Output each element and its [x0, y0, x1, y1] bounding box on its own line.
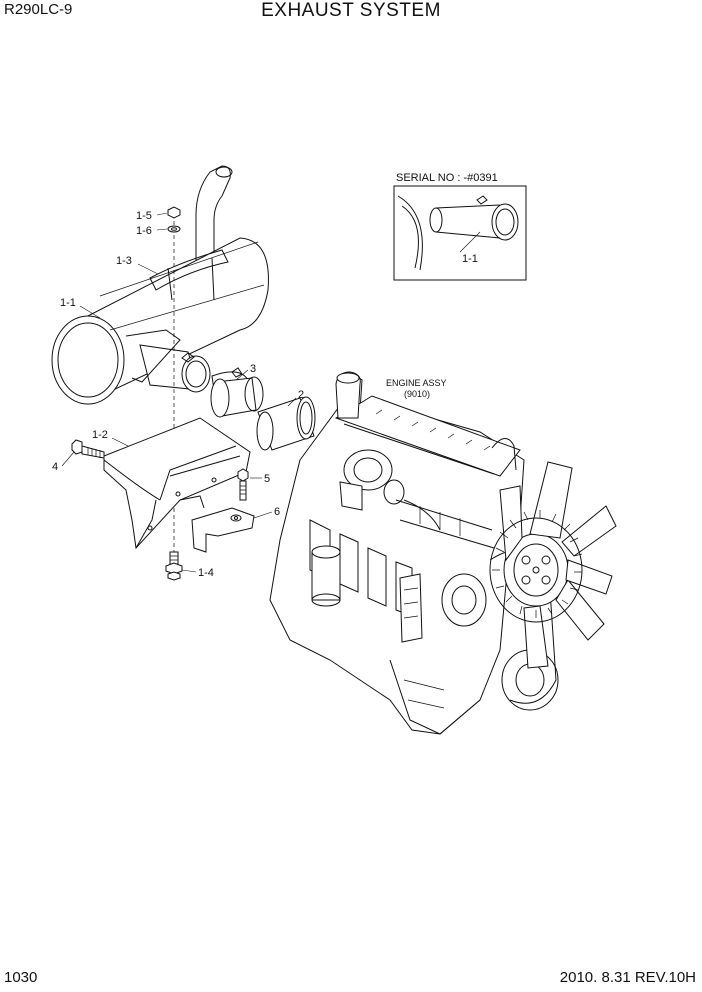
- callout-1-4: 1-4: [198, 567, 214, 579]
- serial-label: SERIAL NO : -#0391: [396, 172, 498, 184]
- callout-1-1: 1-1: [60, 297, 76, 309]
- callout-6: 6: [274, 506, 280, 518]
- bolt-5: [237, 468, 249, 501]
- revision-date: 2010. 8.31 REV.10H: [559, 969, 696, 986]
- callout-3: 3: [250, 363, 256, 375]
- model-number: R290LC-9: [4, 1, 73, 18]
- callout-4: 4: [52, 461, 58, 473]
- callout-1-2: 1-2: [92, 429, 108, 441]
- callouts: 1-5 1-6 1-3 1-1 3 2 1-2 4 5 6 1-4: [52, 210, 304, 579]
- callout-2: 2: [298, 389, 304, 401]
- page-number: 1030: [4, 969, 38, 986]
- engine-label-line1: ENGINE ASSY: [386, 378, 447, 388]
- engine-label-line2: (9010): [404, 389, 430, 399]
- callout-1-6: 1-6: [136, 225, 152, 237]
- nut-and-washer: [167, 206, 181, 233]
- callout-5: 5: [264, 473, 270, 485]
- exhaust-pipe: [256, 396, 316, 451]
- callout-1-3: 1-3: [116, 255, 132, 267]
- bolt-1-4: [165, 551, 183, 581]
- small-bracket: [191, 507, 255, 553]
- muffler-bracket: [103, 417, 251, 550]
- muffler: [51, 165, 269, 405]
- serial-inset: SERIAL NO : -#0391 1-1: [393, 172, 527, 281]
- engine-assembly: [269, 371, 617, 735]
- page-title: EXHAUST SYSTEM: [261, 0, 441, 21]
- inset-part-label: 1-1: [462, 253, 478, 265]
- clamp: [210, 367, 264, 418]
- callout-1-5: 1-5: [136, 210, 152, 222]
- bolt-4: [71, 439, 105, 459]
